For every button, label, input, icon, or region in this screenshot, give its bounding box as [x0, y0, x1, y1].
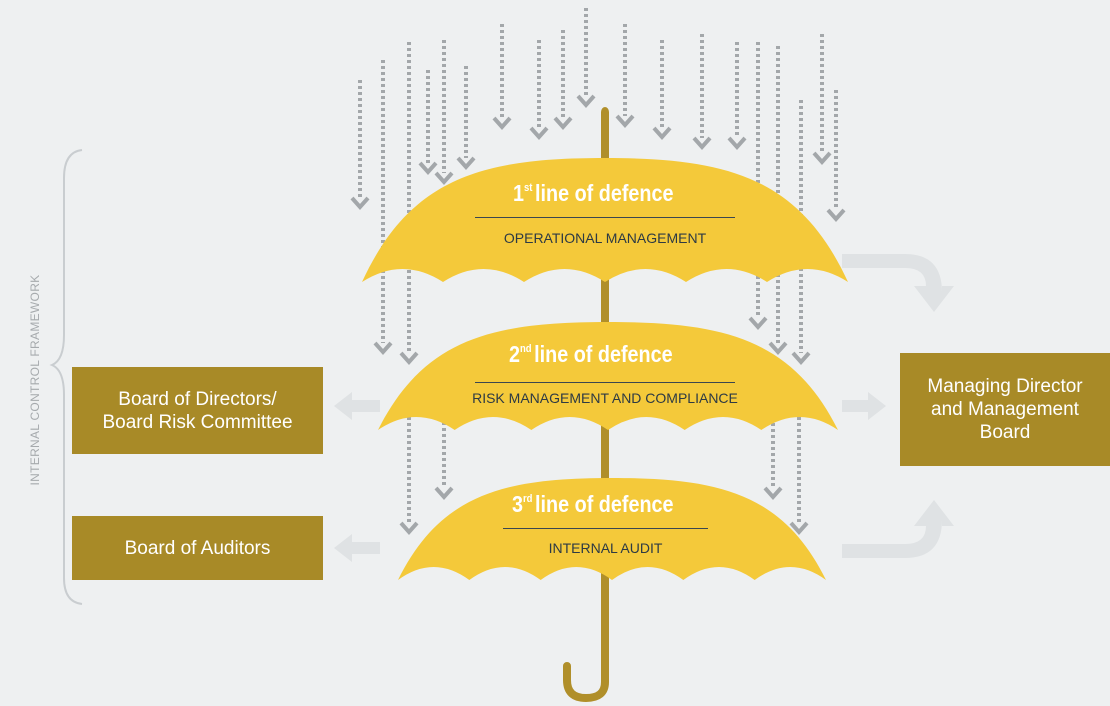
- box-line: Board: [979, 422, 1031, 443]
- rain-arrowhead-icon: [791, 351, 811, 366]
- line-title-text: line of defence: [534, 180, 674, 206]
- box-line: Board Risk Committee: [102, 411, 293, 433]
- box-line: Managing Director: [927, 376, 1083, 397]
- rain-arrowhead-icon: [748, 316, 768, 331]
- managing-director-box: Managing Director and Management Board: [900, 353, 1110, 466]
- line-ordinal: 3: [512, 491, 524, 517]
- line-subtitle-1: OPERATIONAL MANAGEMENT: [503, 230, 707, 246]
- rain-arrowhead-icon: [399, 351, 419, 366]
- arrow-left-icon: [334, 392, 380, 420]
- rain-arrowhead-icon: [826, 208, 846, 223]
- curved-arrow-down-icon: [842, 254, 954, 312]
- framework-label: INTERNAL CONTROL FRAMEWORK: [28, 274, 42, 486]
- curved-arrow-up-icon: [842, 500, 954, 558]
- divider: [475, 382, 735, 383]
- rain-arrowhead-icon: [763, 486, 783, 501]
- rain-arrowhead-icon: [418, 161, 438, 176]
- arrow-left-icon: [334, 534, 380, 562]
- rain-arrowhead-icon: [456, 156, 476, 171]
- line-ordinal: 2: [509, 341, 521, 367]
- rain-arrowhead-icon: [553, 116, 573, 131]
- line-ordinal-suffix: nd: [520, 343, 532, 355]
- line-ordinal: 1: [513, 180, 525, 206]
- rain-arrowhead-icon: [434, 486, 454, 501]
- line-ordinal-suffix: rd: [523, 493, 533, 505]
- board-of-directors-box: Board of Directors/ Board Risk Committee: [72, 367, 323, 454]
- rain-arrowhead-icon: [576, 94, 596, 109]
- box-line: Board of Auditors: [124, 537, 271, 559]
- framework-brace: [49, 149, 83, 605]
- rain-arrowhead-icon: [373, 341, 393, 356]
- umbrella-handle: [563, 656, 609, 703]
- rain-arrowhead-icon: [768, 341, 788, 356]
- umbrellas: [362, 158, 848, 580]
- line-subtitle-3: INTERNAL AUDIT: [548, 540, 663, 556]
- rain-arrowhead-icon: [615, 114, 635, 129]
- rain-arrowhead-icon: [399, 521, 419, 536]
- line-title-text: line of defence: [535, 491, 674, 517]
- rain-arrowhead-icon: [492, 116, 512, 131]
- rain-arrowhead-icon: [789, 521, 809, 536]
- umbrella-canopy-3: [398, 478, 826, 580]
- umbrella-canopy-2: [378, 322, 838, 430]
- rain-arrowhead-icon: [812, 151, 832, 166]
- umbrella-canopy-1: [362, 158, 848, 282]
- rain-arrowhead-icon: [727, 136, 747, 151]
- rain-arrowhead-icon: [350, 196, 370, 211]
- arrow-right-icon: [842, 392, 886, 420]
- line-title-text: line of defence: [534, 341, 673, 367]
- divider: [475, 217, 735, 218]
- divider: [503, 528, 708, 529]
- rain-arrowhead-icon: [434, 171, 454, 186]
- line-subtitle-2: RISK MANAGEMENT AND COMPLIANCE: [472, 390, 738, 406]
- box-line: Board of Directors/: [118, 388, 277, 410]
- rain-arrowhead-icon: [692, 136, 712, 151]
- line-ordinal-suffix: st: [524, 182, 533, 194]
- rain-arrowhead-icon: [652, 126, 672, 141]
- umbrella-tip: [601, 107, 609, 117]
- board-of-auditors-box: Board of Auditors: [72, 516, 323, 580]
- flow-arrows: [334, 254, 954, 562]
- rain-arrowhead-icon: [529, 126, 549, 141]
- box-line: and Management: [931, 399, 1079, 420]
